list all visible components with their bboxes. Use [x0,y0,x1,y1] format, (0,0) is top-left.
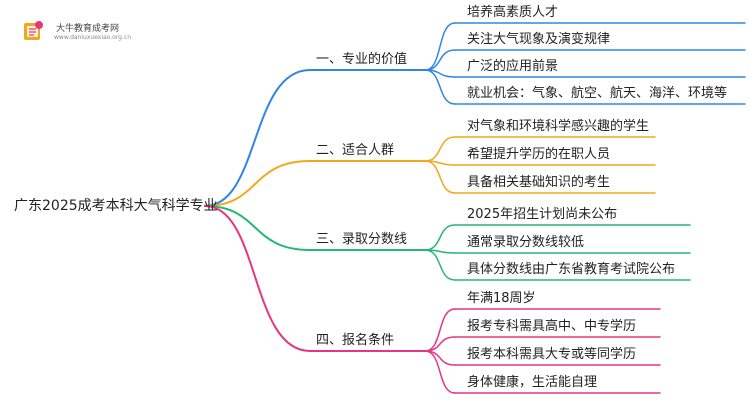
leaf-connector [424,350,456,394]
leaf-connector [424,69,456,105]
leaf-label: 培养高素质人才 [467,5,559,20]
branch-connector [204,160,311,207]
leaf-label: 就业机会：气象、航空、航天、海洋、环境等 [467,86,728,101]
branch-connector [204,205,311,251]
root-topic: 广东2025成考本科大气科学专业 [14,198,218,214]
branch-label: 四、报名条件 [316,333,395,348]
logo-name: 大牛教育成考网 [56,24,120,34]
leaf-connector [424,136,456,162]
leaf-connector [424,160,456,194]
book-logo-icon [24,21,43,40]
leaf-label: 具备相关基础知识的考生 [467,175,611,190]
leaf-connector [424,22,456,71]
leaf-connector [424,224,456,251]
leaf-label: 希望提升学历的在职人员 [467,147,611,162]
leaf-label: 通常录取分数线较低 [467,235,585,250]
leaf-label: 2025年招生计划尚未公布 [467,207,618,222]
leaf-connector [424,249,456,281]
logo-url: www.daniuxuexiao.org.cn [54,34,131,41]
branch-label: 二、适合人群 [316,143,395,158]
leaf-label: 广泛的应用前景 [467,59,559,74]
branch-connector [204,205,311,352]
leaf-label: 报考专科需具高中、中专学历 [467,319,637,334]
leaf-label: 对气象和环境科学感兴趣的学生 [467,119,650,134]
branch-label: 三、录取分数线 [316,232,408,247]
site-logo: 大牛教育成考网 www.daniuxuexiao.org.cn [8,14,148,46]
branch-label: 一、专业的价值 [316,52,408,67]
leaf-label: 身体健康，生活能自理 [467,375,598,390]
leaf-label: 报考本科需具大专或等同学历 [467,347,637,362]
leaf-label: 关注大气现象及演变规律 [467,32,611,47]
leaf-connector [424,49,456,71]
branch-connector [204,69,311,207]
leaf-label: 具体分数线由广东省教育考试院公布 [467,262,676,277]
leaf-connector [424,308,456,352]
leaf-connector [424,350,456,366]
leaf-connector [424,336,456,352]
leaf-label: 年满18周岁 [467,291,536,306]
